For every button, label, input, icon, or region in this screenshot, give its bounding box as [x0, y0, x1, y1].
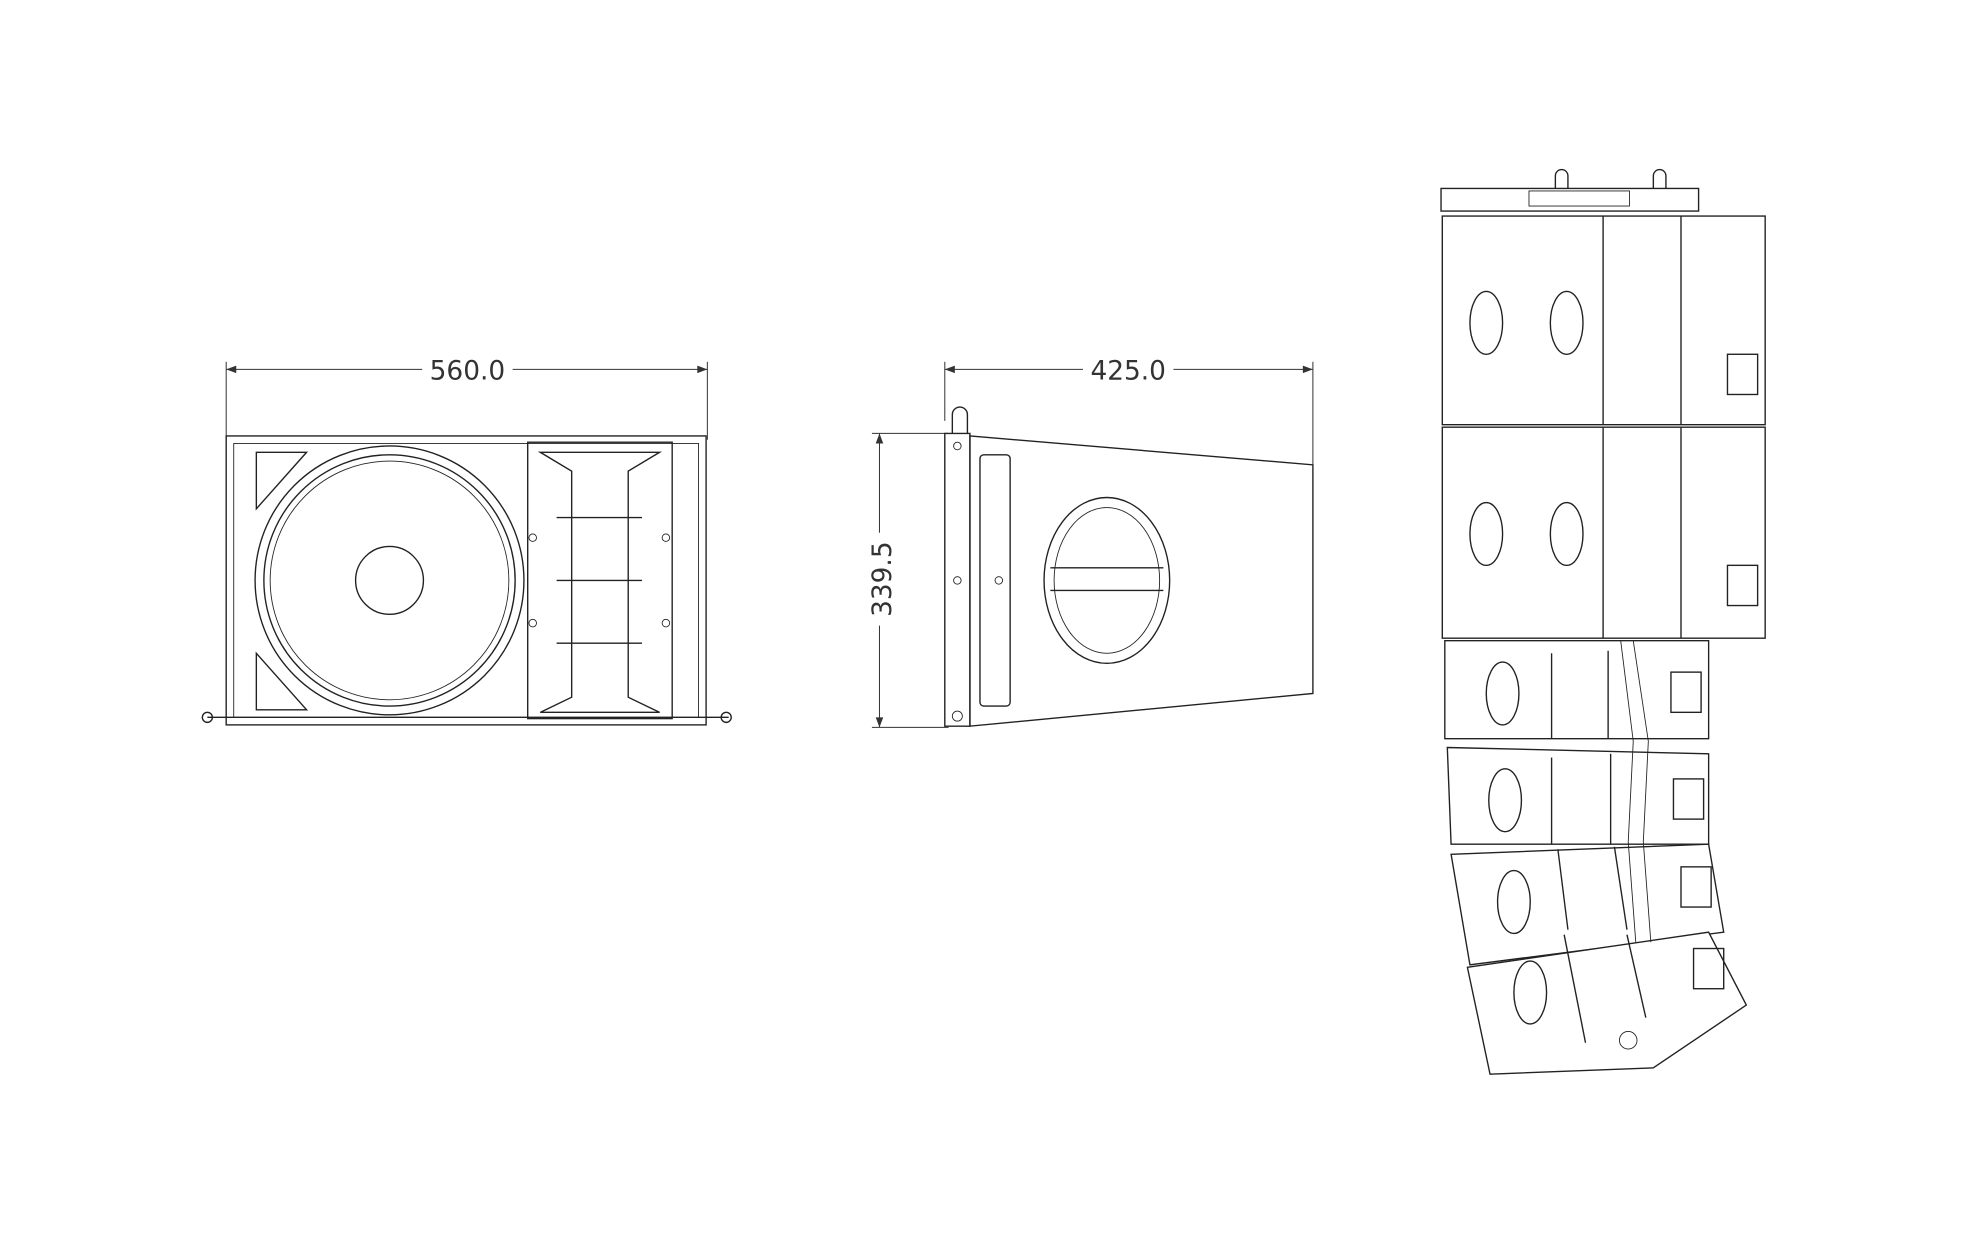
dust-cap: [354, 545, 425, 616]
horn-panel: [527, 441, 673, 720]
height-dimension: 339.5: [864, 432, 949, 728]
cabinet-3: [1444, 640, 1710, 740]
width-dimension: 560.0: [225, 354, 708, 440]
cabinet-2: [1441, 426, 1766, 639]
cabinet-6: [1466, 931, 1748, 1075]
side-handle: [1043, 496, 1171, 665]
width-dimension-label: 560.0: [430, 356, 506, 386]
woofer-frame: [254, 445, 525, 716]
cabinet-5: [1450, 843, 1725, 966]
cabinet-4: [1446, 746, 1710, 845]
cabinet-1: [1441, 215, 1766, 426]
height-dimension-label: 339.5: [868, 541, 898, 617]
side-view: 425.0 339.5: [864, 354, 1314, 728]
depth-dimension: 425.0: [944, 354, 1314, 465]
depth-dimension-label: 425.0: [1090, 356, 1166, 386]
line-array-view: [1440, 168, 1766, 1075]
front-view: 560.0: [201, 354, 732, 726]
rigging-frame: [1440, 168, 1700, 212]
